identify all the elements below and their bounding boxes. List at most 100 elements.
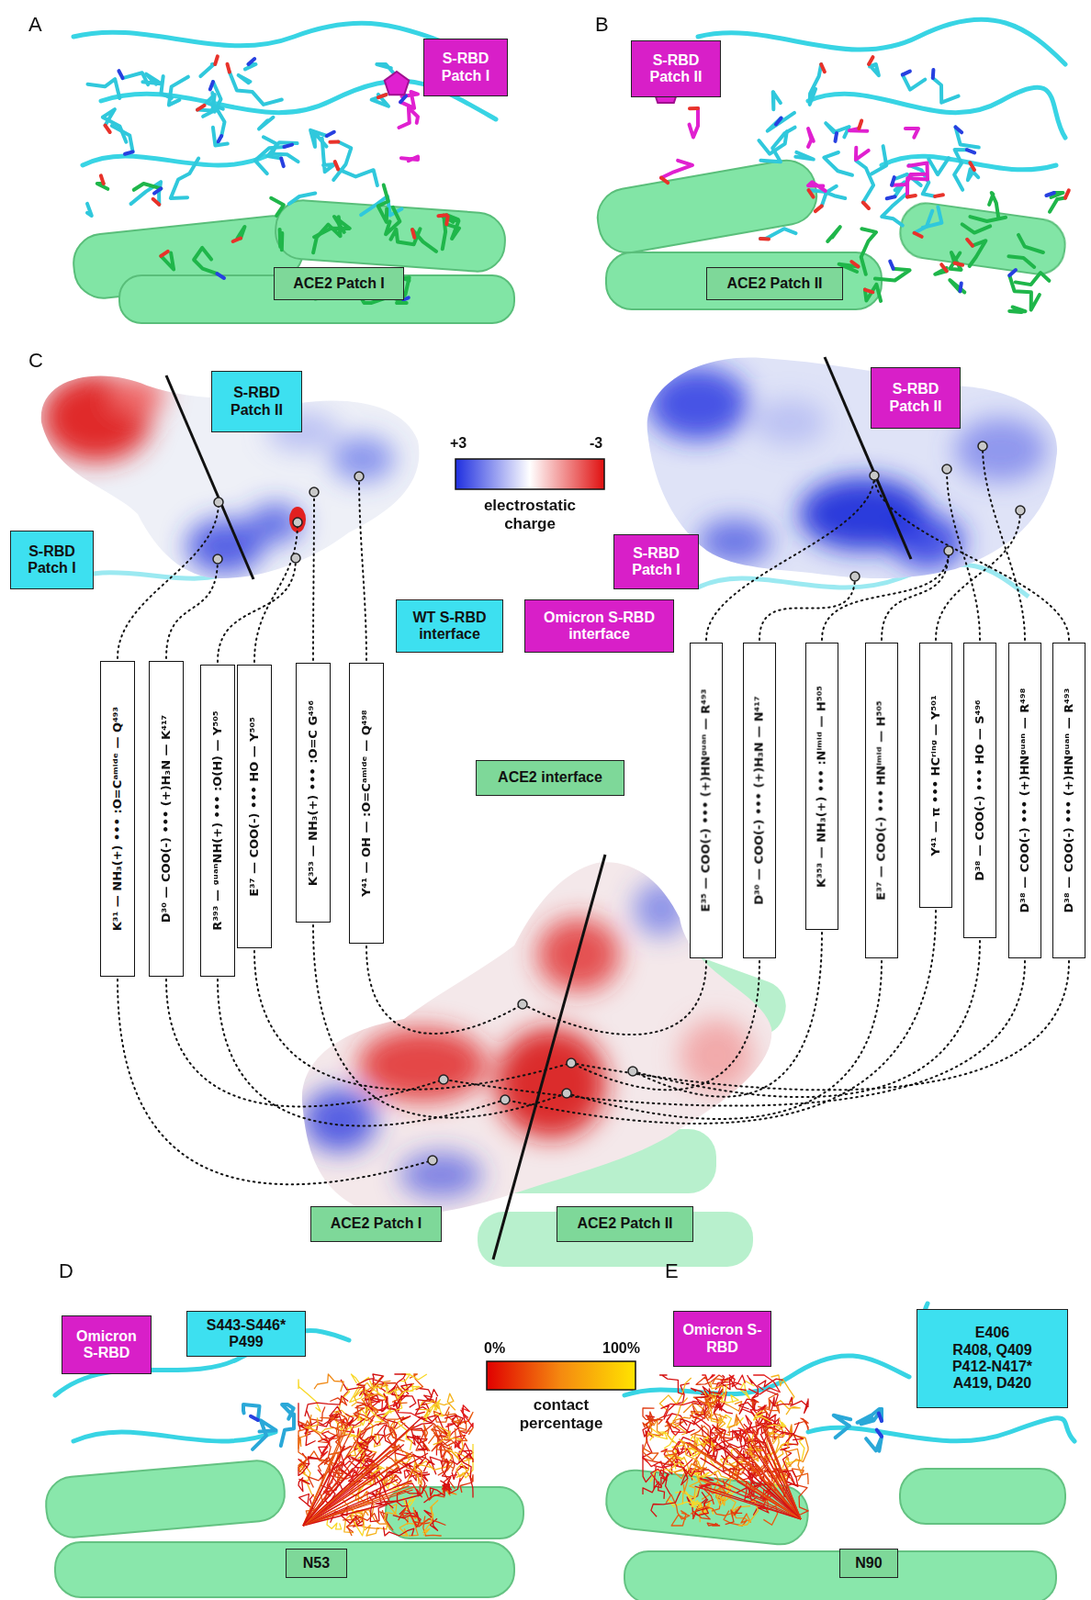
interaction-box: E³⁷ — COO(-) ••• HNⁱᵐⁱᵈ — H⁵⁰⁵ [865,642,899,959]
contact-dot [438,1075,449,1085]
glycan-conformer [673,1405,699,1422]
glycan-conformer [642,1477,667,1496]
interaction-box: K³¹ — NH₃(+) ••• :O=Cᵃᵐⁱᵈᵉ — Q⁴⁹³ [100,661,135,978]
residue-stick [954,149,968,191]
glycan-conformer [725,1507,743,1526]
glycan-conformer [462,1444,473,1479]
glycan-conformer [412,1424,455,1447]
box-text: ACE2 Patch I [330,1215,423,1233]
residue-stick [378,185,389,223]
label-box: E406R408, Q409P412-N417*A419, D420 [916,1309,1069,1409]
leader-line [874,475,1069,641]
atom-tip [154,188,161,193]
atom-tip [438,214,447,216]
atom-tip [160,251,169,257]
atom-tip [210,81,214,90]
interaction-text: R³⁹³ — ᵍᵘᵃⁿNH(+) ••• :O(H) — Y⁵⁰⁵ [211,710,225,931]
glycan-conformer [660,1375,685,1395]
atom-tip [934,194,944,197]
glycan-conformer [409,1374,424,1391]
interaction-box: D³⁸ — COO(-) ••• HO — S⁴⁹⁶ [963,642,997,939]
glycan-conformer [314,1374,344,1393]
residue-stick [808,128,814,147]
residue-stick [88,78,121,99]
glycan-conformer [355,1404,373,1431]
box-text: ACE2 Patch II [576,1215,673,1233]
glycan-conformer [427,1426,448,1445]
atom-tip [858,121,862,130]
atom-tip [776,118,782,125]
glycan-conformer [417,1436,429,1452]
label-box: ACE2 interface [475,760,625,797]
residue-stick [168,77,189,106]
ribbon-cartoon [593,19,1069,310]
glycan-conformer [444,1416,463,1429]
box-text: A419, D420 [953,1375,1032,1393]
residue-stick [398,107,418,128]
residue-stick [280,229,283,250]
glycan-conformer [651,1491,681,1518]
residue-stick [689,108,699,138]
glycan-conformer [359,1437,375,1448]
interaction-text: D³⁰ — COO(-) ••• (+)H₃N — K⁴¹⁷ [159,715,174,924]
residue-stick [949,280,965,293]
residue-stick [87,203,92,216]
leader-line [117,979,433,1185]
glycan-conformer [789,1399,809,1415]
glycan-conformer [642,1408,663,1426]
residue-stick [412,229,437,252]
atom-tip [661,178,668,183]
box-text: E406 [975,1325,1010,1342]
glycan-conformer [413,1519,446,1529]
residue-stick [809,64,822,105]
glycan-conformer [719,1447,740,1473]
glycan-conformer [399,1470,422,1492]
label-box: S-RBD Patch II [211,371,303,433]
box-text: Omicron S-RBD [67,1328,146,1363]
glycan-conformer [696,1386,723,1406]
atom-tip [907,195,916,197]
leader-line [632,941,980,1098]
label-box: N53 [285,1549,348,1579]
atom-tip [891,177,895,186]
atom-tip [124,151,134,154]
interaction-box: R³⁹³ — ᵍᵘᵃⁿNH(+) ••• :O(H) — Y⁵⁰⁵ [200,664,236,978]
residue-stick [337,168,378,186]
glycan-conformer [721,1384,739,1405]
residue-stick [313,216,341,253]
glycan-conformer [461,1405,470,1425]
glycan-conformer [415,1390,438,1417]
residue-stick [865,284,881,302]
interaction-box: D³⁸ — COO(-) ••• (+)HNᵍᵘᵃⁿ — R⁴⁹⁸ [1008,642,1042,959]
atom-tip [217,135,223,144]
glycan-conformer [404,1500,421,1528]
residue-stick [907,163,928,198]
residue-stick [661,160,693,179]
residue-stick [200,64,215,77]
leader-line [117,502,219,659]
residue-stick [956,126,979,147]
atom-tip [281,158,284,168]
atom-tip [250,1417,259,1421]
atom-tip [969,162,975,170]
interaction-text: Y⁴¹ — π ••• HCʳⁱⁿᵍ — Y⁵⁰¹ [929,695,944,856]
atom-tip [1065,190,1069,198]
glycan-conformer [442,1478,462,1495]
glycan-conformer [351,1383,373,1406]
glycan-conformer [427,1413,448,1438]
leader-line [313,492,315,661]
glycan-conformer [663,1441,690,1475]
glycan-conformer [423,1500,439,1536]
contact-dot [869,471,879,481]
panel-letter: E [664,1259,679,1284]
glycan-stem [303,1445,400,1528]
residue-stick [969,216,1006,222]
leader-line [254,522,298,663]
atom-tip [967,239,973,247]
glycan-stem [705,1487,801,1520]
box-text: P412-N417* [952,1359,1033,1376]
legend-text: contact percentage [492,1396,630,1433]
leader-line [571,961,1069,1091]
glycan-stem [303,1417,423,1527]
residue-stick [808,181,826,192]
